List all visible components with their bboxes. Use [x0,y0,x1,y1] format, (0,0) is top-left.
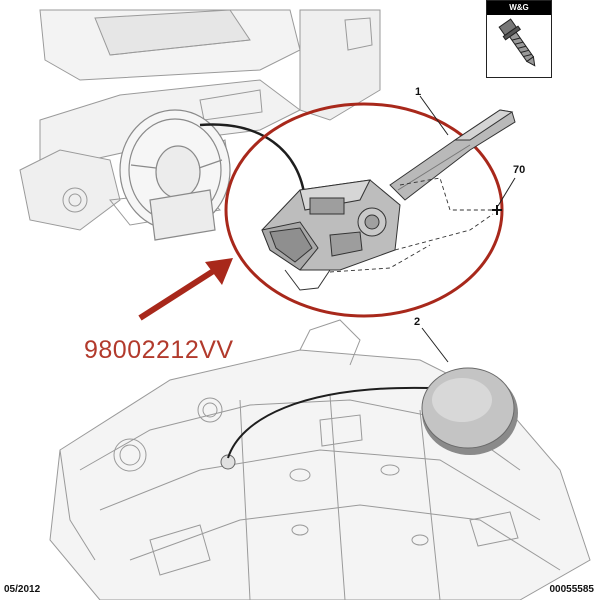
callout-label-1: 1 [415,86,422,98]
leader-line-1 [419,95,449,136]
leader-line-70 [497,177,516,207]
dashed-outline [329,177,494,273]
leader-line-switch [199,123,307,201]
screw-icon [498,18,536,67]
leader-line-cap [227,386,431,459]
part-number: 98002212VV [84,336,234,364]
diagram-reference: 00055585 [549,584,595,595]
steering-wheel [119,109,231,241]
callout-label-2: 2 [414,316,421,328]
steering-switch [261,109,516,291]
fastener-badge: W&G [486,0,552,78]
leader-line-2 [421,327,449,363]
fastener-brand: W&G [487,1,551,15]
callout-label-70: 70 [513,164,526,176]
diagram-date: 05/2012 [4,584,41,595]
cap-part [421,367,518,455]
screw-marker [492,205,502,215]
pointer-arrow [138,258,233,321]
